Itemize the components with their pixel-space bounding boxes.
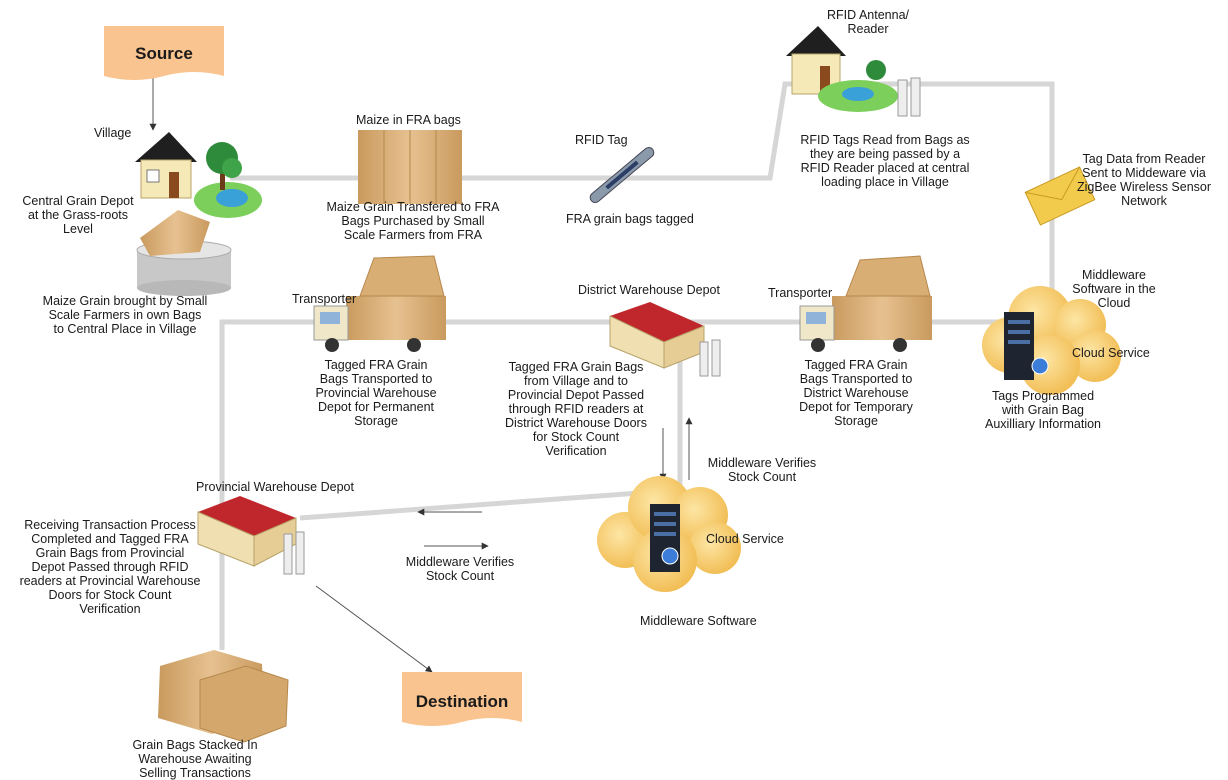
bags-icon (358, 130, 462, 204)
cloud-service-1-label: Cloud Service (1072, 346, 1150, 360)
receiving-label: Receiving Transaction Process Completed … (19, 518, 201, 616)
warehouse-icon-provincial (197, 496, 305, 575)
middleware-software-label: Middleware Software (640, 614, 757, 628)
tag-data-label: Tag Data from Reader Sent to Middeware v… (1076, 152, 1212, 208)
cloud-service-2-label: Cloud Service (706, 532, 784, 546)
warehouse-icon (609, 302, 721, 377)
source-banner-label: Source (135, 44, 193, 63)
house-icon-reader (786, 26, 846, 95)
district-depot-label: District Warehouse Depot (578, 283, 720, 297)
tags-programmed-label: Tags Programmed with Grain Bag Auxilliar… (984, 389, 1101, 431)
village-label: Village (94, 126, 132, 140)
rfid-tag-label: RFID Tag (575, 133, 628, 147)
middleware-cloud-label: Middleware Software in the Cloud (1072, 268, 1156, 310)
transporter-left-label: Transporter (292, 292, 357, 306)
tree-icon (206, 142, 242, 190)
destination-banner-label: Destination (415, 692, 509, 711)
provincial-depot-label: Provincial Warehouse Depot (196, 480, 354, 494)
truck-icon-left (313, 255, 446, 352)
transported-provincial-label: Tagged FRA Grain Bags Transported to Pro… (315, 358, 437, 428)
farmers-bring-label: Maize Grain brought by Small Scale Farme… (42, 294, 208, 336)
maize-transferred-label: Maize Grain Transfered to FRA Bags Purch… (326, 200, 500, 242)
grain-bin-icon (136, 210, 232, 296)
house-icon (135, 132, 197, 199)
pond-icon-reader (818, 60, 898, 112)
arrow-destination (315, 585, 433, 673)
district-passed-label: Tagged FRA Grain Bags from Village and t… (505, 360, 647, 458)
rfid-tag-icon (589, 147, 655, 203)
server-icon-2 (650, 504, 680, 572)
rfid-antenna-label: RFID Antenna/ Reader (827, 8, 909, 36)
central-depot-label: Central Grain Depot at the Grass-roots L… (22, 194, 134, 236)
pond-icon (194, 182, 262, 218)
bags-stack-icon (158, 650, 289, 743)
envelope-icon (1024, 166, 1096, 226)
source-banner (104, 26, 224, 80)
stacked-label: Grain Bags Stacked In Warehouse Awaiting… (132, 738, 258, 780)
tags-read-label: RFID Tags Read from Bags as they are bei… (800, 133, 970, 189)
middleware-verifies-2-label: Middleware Verifies Stock Count (405, 555, 515, 583)
maize-fra-bags-label: Maize in FRA bags (356, 113, 461, 127)
transporter-right-label: Transporter (768, 286, 833, 300)
rfid-reader-icon (897, 77, 921, 117)
bags-tagged-label: FRA grain bags tagged (566, 212, 694, 226)
destination-banner (402, 672, 522, 726)
middleware-verifies-1-label: Middleware Verifies Stock Count (707, 456, 817, 484)
server-icon (1004, 312, 1049, 380)
truck-icon (799, 255, 932, 352)
transported-district-label: Tagged FRA Grain Bags Transported to Dis… (799, 358, 913, 428)
